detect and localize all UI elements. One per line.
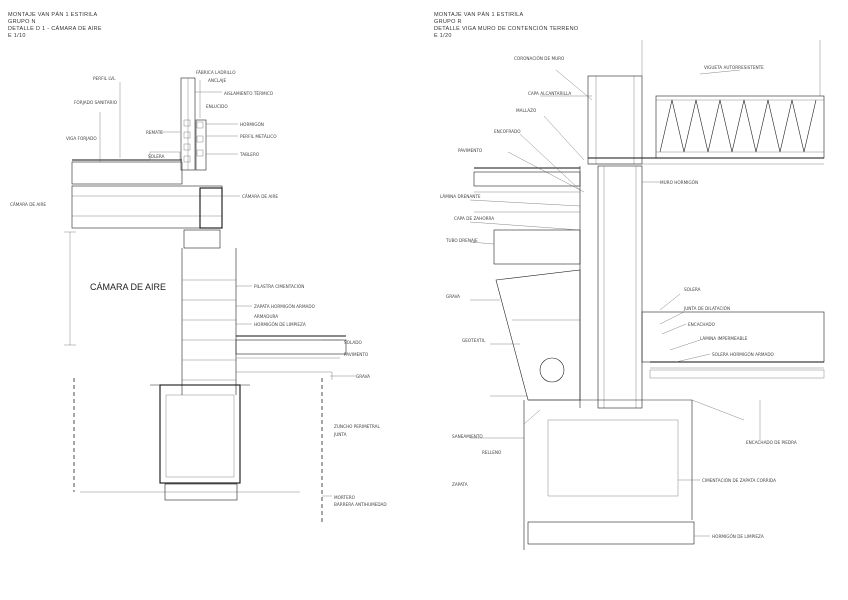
label-coronacion: CORONACIÓN DE MURO (514, 56, 565, 61)
left-floor-slab (71, 161, 183, 185)
label-junta: JUNTA (333, 432, 347, 437)
label-zahorra: CAPA DE ZAHORRA (454, 216, 494, 221)
label-saneamiento: SANEAMIENTO (452, 434, 483, 439)
label-encachado: ENCACHADO (688, 322, 716, 327)
label-hormigon: HORMIGÓN (240, 122, 264, 127)
label-hormigon-limpieza: HORMIGÓN DE LIMPIEZA (254, 322, 306, 327)
left-title-line-4: E 1/10 (8, 33, 26, 39)
main-air-chamber-label: CÁMARA DE AIRE (90, 282, 166, 292)
label-mallazo: MALLAZO (516, 108, 537, 113)
label-zapata-r: ZAPATA (452, 482, 468, 487)
right-drainage-fill (495, 269, 581, 401)
label-junta-dilatacion: JUNTA DE DILATACIÓN (683, 306, 730, 311)
label-enlucido: ENLUCIDO (206, 104, 228, 109)
label-solera: SOLERA (148, 154, 165, 159)
label-aislamiento: AISLAMIENTO TÉRMICO (224, 91, 274, 96)
label-zuncho: ZUNCHO PERIMETRAL (334, 424, 381, 429)
label-armadura: ARMADURA (254, 314, 278, 319)
label-solera-r: SOLERA (684, 287, 701, 292)
right-truss-joist (655, 95, 825, 159)
right-title-line-3: DETALLE VIGA MURO DE CONTENCIÓN TERRENO (434, 26, 579, 32)
label-relleno: RELLENO (482, 450, 502, 455)
label-cimentacion-zapata: CIMENTACIÓN DE ZAPATA CORRIDA (702, 478, 776, 483)
label-camara-aire-left: CÁMARA DE AIRE (10, 202, 46, 207)
label-tubo-drenaje: TUBO DRENAJE (445, 238, 478, 243)
label-grava-r: GRAVA (446, 294, 460, 299)
left-beam-base (183, 229, 221, 249)
left-title-line-1: MONTAJE VAN PÁN 1 ESTIRILA (8, 12, 98, 18)
label-capa: CAPA ALCANTARILLA (528, 91, 571, 96)
left-footing (159, 384, 241, 484)
right-footing (547, 419, 679, 497)
label-encachado-piedra: ENCACHADO DE PIEDRA (746, 440, 797, 445)
label-fabrica-ladrillo: FÁBRICA LADRILLO (196, 70, 236, 75)
label-viga-forjado: VIGA FORJADO (66, 136, 97, 141)
label-muro-hormigon: MURO HORMIGÓN (660, 180, 698, 185)
label-pilastra: PILASTRA CIMENTACIÓN (254, 284, 304, 289)
label-zapata: ZAPATA HORMIGÓN ARMADO (254, 304, 316, 309)
right-title-line-1: MONTAJE VAN PÁN 1 ESTIRILA (434, 12, 524, 18)
label-encofrado: ENCOFRADO (494, 129, 521, 134)
left-pavement (235, 339, 347, 355)
label-camara-aire-2: CÁMARA DE AIRE (242, 194, 278, 199)
left-title-block: MONTAJE VAN PÁN 1 ESTIRILA GRUPO N DETAL… (8, 12, 102, 40)
right-title-line-4: E 1/20 (434, 33, 452, 39)
right-pavement-layer (473, 171, 581, 187)
label-pavimento-r: PAVIMENTO (458, 148, 483, 153)
label-forjado-sanitario: FORJADO SANITARIO (74, 100, 118, 105)
label-mortero: MORTERO (334, 495, 356, 500)
left-section-detail: CÁMARA DE AIRE (10, 70, 387, 525)
label-remate: REMATE (146, 130, 163, 135)
label-hormigon-limpieza-r: HORMIGÓN DE LIMPIEZA (712, 534, 764, 539)
right-concrete-wall (597, 165, 643, 409)
left-title-line-3: DETALLE D 1 - CÁMARA DE AIRE (8, 26, 102, 32)
label-tablero: TABLERO (239, 152, 260, 157)
left-title-line-2: GRUPO N (8, 19, 36, 25)
label-barrera: BARRERA ANTIHUMEDAD (334, 502, 387, 507)
right-title-block: MONTAJE VAN PÁN 1 ESTIRILA GRUPO R DETAL… (434, 12, 578, 40)
right-title-line-2: GRUPO R (434, 19, 462, 25)
right-gravel-layer (493, 229, 581, 265)
right-lean-concrete (527, 521, 695, 545)
label-geotextil: GEOTEXTIL (462, 338, 486, 343)
label-perfil-metalico: PERFIL METÁLICO (240, 134, 277, 139)
left-wall-cladding (195, 119, 207, 171)
label-lamina-drenante: LÁMINA DRENANTE (440, 194, 481, 199)
label-pavimento: PAVIMENTO (344, 352, 369, 357)
label-perfil-lvl: PERFIL LVL (93, 76, 116, 81)
label-lamina-impermeable: LÁMINA IMPERMEABLE (700, 336, 748, 341)
right-drain-pipe (539, 357, 565, 383)
label-anclaje: ANCLAJE (208, 78, 226, 83)
label-grava: GRAVA (356, 374, 370, 379)
label-vigueta: VIGUETA AUTORRESISTENTE (704, 65, 764, 70)
label-solera-armada: SOLERA HORMIGÓN ARMADO (712, 352, 775, 357)
right-section-detail: CORONACIÓN DE MURO VIGUETA AUTORRESISTEN… (440, 40, 825, 550)
label-solado: SOLADO (344, 340, 362, 345)
